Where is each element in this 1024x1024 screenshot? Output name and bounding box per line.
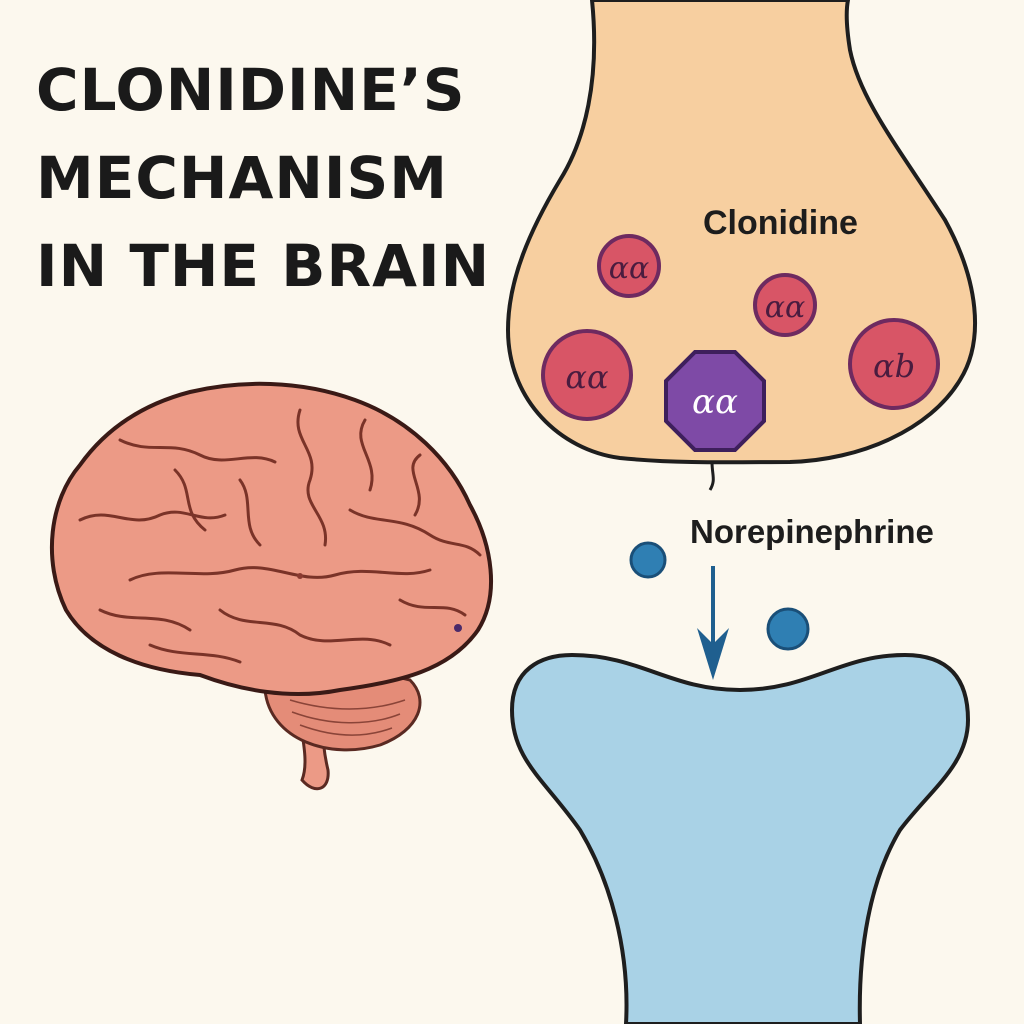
norepinephrine-label: Norepinephrine	[690, 513, 934, 550]
terminal-tail	[708, 461, 715, 491]
clonidine-octagon: αα	[664, 350, 766, 452]
title-line-3: IN THE BRAIN	[36, 232, 491, 300]
receptor-2: αα	[753, 273, 817, 337]
receptor-3: αα	[541, 329, 633, 421]
norepinephrine-molecule-2	[766, 607, 810, 651]
receptor-4: αb	[848, 318, 940, 410]
receptor-3-label: αα	[565, 358, 608, 396]
norepinephrine-molecule-1	[629, 541, 667, 579]
brain-icon	[49, 381, 494, 791]
release-arrow	[697, 566, 729, 680]
clonidine-label: Clonidine	[703, 204, 858, 242]
receptor-4-label: αb	[873, 347, 915, 385]
postsynaptic-terminal	[509, 652, 971, 1024]
receptor-2-label: αα	[765, 290, 806, 325]
receptor-1-label: αα	[609, 251, 650, 286]
title-line-2: MECHANISM	[36, 144, 448, 212]
octagon-label: αα	[692, 382, 738, 422]
title-line-1: CLONIDINE’S	[36, 56, 466, 124]
receptor-1: αα	[597, 234, 661, 298]
page-title: CLONIDINE’S MECHANISM IN THE BRAIN	[36, 46, 490, 310]
